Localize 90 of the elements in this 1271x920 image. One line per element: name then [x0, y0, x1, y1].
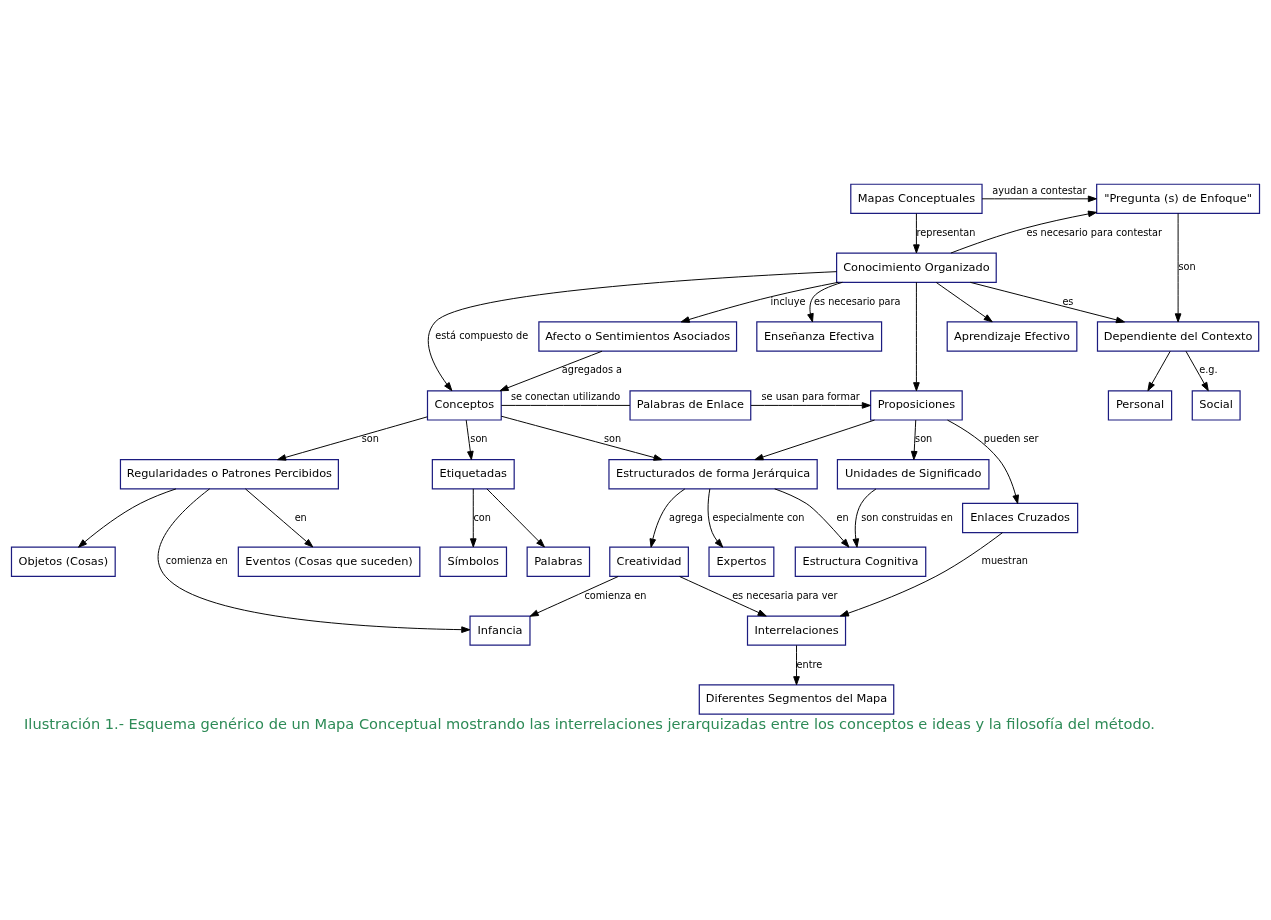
node-box: Símbolos	[439, 546, 508, 577]
edge-label: entre	[796, 658, 823, 670]
node-box: Estructura Cognitiva	[794, 546, 927, 577]
arrow	[157, 487, 471, 633]
arrow	[427, 270, 838, 391]
node-box: Aprendizaje Efectivo	[946, 320, 1078, 352]
node-box: Palabras	[526, 546, 591, 577]
node-box: Eventos (Cosas que suceden)	[237, 546, 421, 577]
edge-label: es necesario para contestar	[1026, 226, 1163, 238]
arrow	[679, 575, 767, 616]
edge-label: comienza en	[165, 554, 228, 566]
arrow	[969, 281, 1125, 323]
edge-label: son	[604, 432, 622, 444]
arrow	[774, 487, 850, 548]
edge-label: incluye	[770, 295, 806, 307]
node-box: Expertos	[708, 546, 775, 577]
edge-label: son	[361, 432, 379, 444]
arrow	[680, 281, 839, 323]
arrow	[793, 644, 800, 685]
arrow	[754, 419, 875, 460]
arrow	[465, 419, 474, 460]
edge-label: se conectan utilizando	[510, 390, 621, 402]
node-box: Etiquetadas	[431, 458, 515, 489]
edge-label: es necesario para	[814, 295, 901, 307]
edge-label: son	[1178, 260, 1196, 272]
node-box: Personal	[1107, 389, 1173, 421]
edge-label: agregados a	[561, 363, 623, 375]
edge-label: e.g.	[1199, 363, 1218, 375]
edge-label: son	[915, 432, 933, 444]
edge-label: son	[470, 432, 488, 444]
arrow	[500, 415, 663, 461]
node-box: Regularidades o Patrones Percibidos	[119, 458, 339, 489]
connector	[500, 404, 631, 406]
node-box: Enlaces Cruzados	[962, 502, 1079, 533]
node-box: Interrelaciones	[746, 614, 847, 646]
node-box: Mapas Conceptuales	[850, 183, 983, 214]
arrow	[947, 419, 1019, 504]
arrow	[1174, 212, 1182, 322]
edge-label: representan	[916, 226, 976, 238]
arrow	[499, 350, 603, 391]
edge-label: está compuesto de	[435, 329, 529, 341]
arrow	[839, 531, 1003, 616]
edge-label: muestran	[981, 554, 1029, 566]
node-box: Diferentes Segmentos del Mapa	[698, 683, 895, 715]
arrow	[910, 419, 918, 460]
edge-label: es necesaria para ver	[732, 589, 838, 601]
edge-label: con	[473, 511, 491, 523]
edge-label: pueden ser	[983, 432, 1039, 444]
arrow	[913, 212, 920, 253]
edge-label: es	[1062, 295, 1074, 307]
arrow	[935, 281, 993, 322]
node-box: Enseñanza Efectiva	[756, 320, 883, 352]
node-box: Estructurados de forma Jerárquica	[608, 458, 818, 489]
node-box: "Pregunta (s) de Enfoque"	[1096, 183, 1261, 214]
node-box: Conceptos	[426, 389, 502, 421]
node-box: Palabras de Enlace	[629, 389, 752, 421]
node-box: Dependiente del Contexto	[1096, 320, 1260, 352]
node-box: Conocimiento Organizado	[836, 252, 997, 283]
node-box: Unidades de Significado	[836, 458, 990, 489]
arrow	[807, 281, 843, 322]
arrow	[277, 415, 428, 461]
arrow	[529, 575, 619, 617]
node-box: Creatividad	[609, 546, 689, 577]
node-box: Social	[1191, 389, 1241, 421]
arrow	[78, 487, 177, 548]
arrow	[950, 210, 1098, 253]
node-box: Afecto o Sentimientos Asociados	[538, 320, 738, 352]
edge-label: en	[294, 511, 307, 523]
arrow	[486, 487, 545, 547]
edge-label: en	[836, 511, 849, 523]
edge-label: agrega	[668, 511, 703, 523]
arrow	[469, 487, 477, 547]
arrow	[649, 488, 686, 548]
edge-label: son construidas en	[861, 511, 954, 523]
arrow	[244, 487, 314, 547]
arrow	[913, 281, 920, 391]
node-box: Proposiciones	[870, 389, 963, 421]
arrow	[981, 195, 1097, 202]
node-box: Objetos (Cosas)	[10, 546, 116, 577]
arrow	[1147, 350, 1171, 391]
edge-label: especialmente con	[712, 511, 805, 523]
caption: Ilustración 1.- Esquema genérico de un Mapa Conceptual mostrando las interrelaciones jerarquizadas entre los conceptos e ideas y la filosofía del método.	[24, 714, 1155, 732]
edge-label: se usan para formar	[761, 390, 860, 402]
arrow	[852, 488, 877, 548]
edge-label: ayudan a contestar	[992, 184, 1087, 196]
arrow	[750, 401, 871, 409]
arrow	[1185, 350, 1209, 391]
edge-label: comienza en	[584, 589, 647, 601]
node-box: Infancia	[469, 614, 531, 646]
arrow	[707, 487, 724, 548]
